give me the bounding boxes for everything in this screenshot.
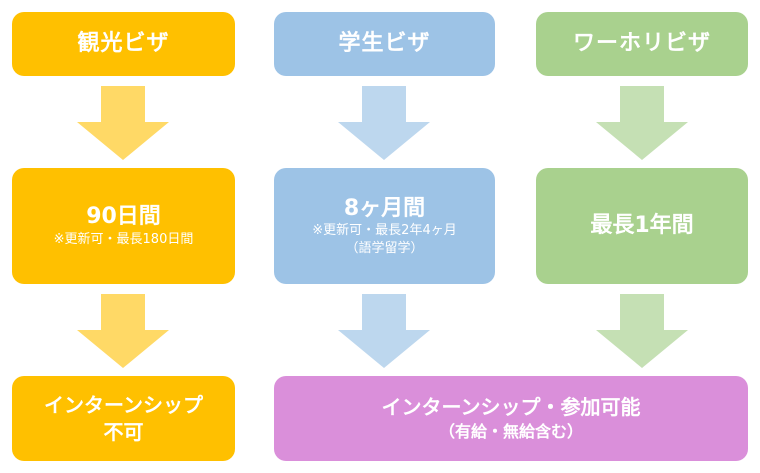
tourist-duration-box: 90日間 ※更新可・最長180日間 — [12, 168, 235, 284]
working-holiday-duration-box: 最長1年間 — [536, 168, 748, 284]
internship-not-allowed-box: インターンシップ 不可 — [12, 376, 235, 461]
internship-allowed-subtext: （有給・無給含む） — [438, 422, 583, 442]
student-duration-note: ※更新可・最長2年4ヶ月 — [312, 223, 457, 239]
student-duration-box: 8ヶ月間 ※更新可・最長2年4ヶ月 （語学留学） — [274, 168, 495, 284]
tourist-duration-note: ※更新可・最長180日間 — [53, 231, 194, 247]
student-visa-box: 学生ビザ — [274, 12, 495, 76]
down-arrow-icon — [77, 294, 169, 368]
working-holiday-visa-title: ワーホリビザ — [572, 30, 711, 56]
down-arrow-icon — [338, 294, 430, 368]
internship-not-allowed-line1: インターンシップ — [44, 392, 203, 417]
working-holiday-duration: 最長1年間 — [590, 213, 694, 239]
student-visa-title: 学生ビザ — [338, 30, 431, 56]
tourist-visa-title: 観光ビザ — [77, 30, 170, 56]
tourist-duration: 90日間 — [86, 204, 161, 230]
internship-allowed-text: インターンシップ・参加可能 — [381, 395, 641, 420]
internship-not-allowed-line2: 不可 — [103, 419, 144, 444]
working-holiday-visa-box: ワーホリビザ — [536, 12, 748, 76]
student-duration: 8ヶ月間 — [343, 195, 426, 221]
down-arrow-icon — [596, 294, 688, 368]
tourist-visa-box: 観光ビザ — [12, 12, 235, 76]
internship-allowed-box: インターンシップ・参加可能 （有給・無給含む） — [274, 376, 748, 461]
down-arrow-icon — [338, 86, 430, 160]
down-arrow-icon — [77, 86, 169, 160]
down-arrow-icon — [596, 86, 688, 160]
student-duration-note-sub: （語学留学） — [345, 240, 424, 256]
